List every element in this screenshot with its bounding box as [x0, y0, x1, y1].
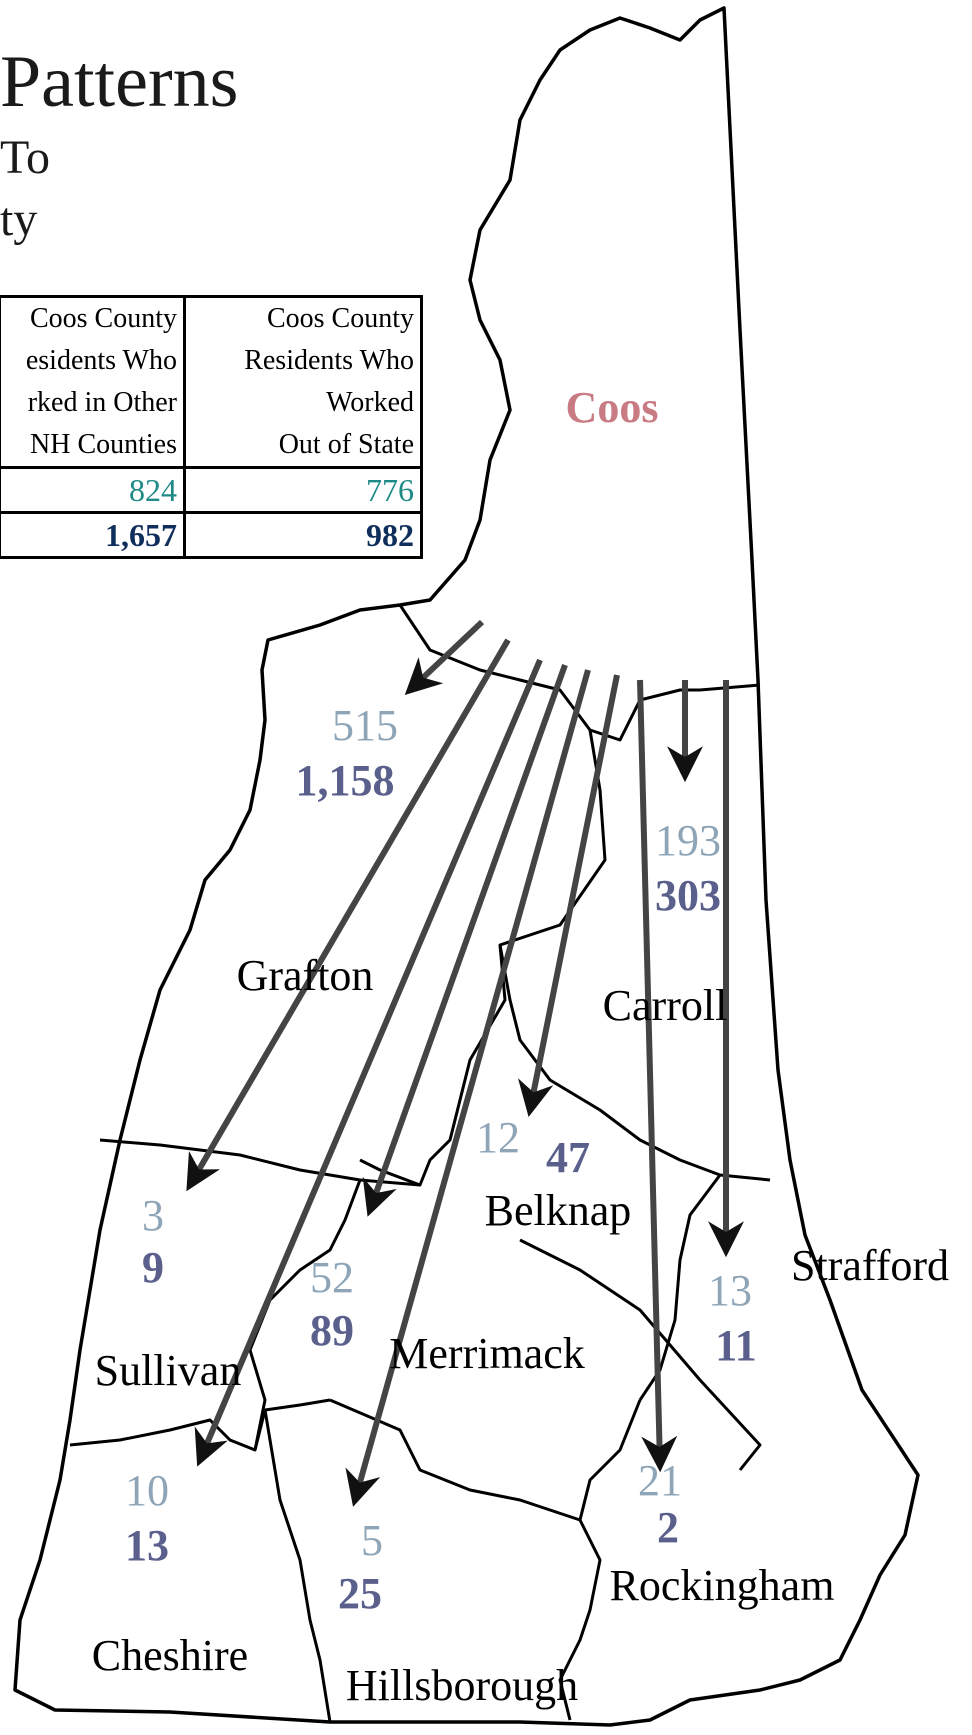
arrow-to-rockingham — [637, 679, 678, 1473]
county-borders — [69, 604, 771, 1723]
header-out-of-state: Coos County Residents Who Worked Out of … — [183, 295, 423, 469]
county-label-sullivan: Sullivan — [95, 1346, 242, 1395]
county-value-bottom-hillsborough: 25 — [338, 1569, 382, 1618]
map-subtitle-line-1: To — [0, 131, 50, 184]
county-value-bottom-carroll: 303 — [655, 871, 721, 920]
arrow-to-merrimack — [362, 663, 568, 1217]
arrow-to-hillsborough — [345, 669, 591, 1507]
header-line: esidents Who — [25, 345, 177, 376]
table-cell: 824 — [0, 466, 186, 514]
arrow-to-cheshire — [194, 658, 543, 1467]
county-value-top-rockingham: 21 — [638, 1456, 682, 1505]
county-value-top-hillsborough: 5 — [361, 1516, 383, 1565]
county-label-grafton: Grafton — [237, 951, 374, 1000]
county-label-rockingham: Rockingham — [610, 1561, 835, 1610]
county-value-top-grafton: 515 — [332, 701, 398, 750]
county-label-belknap: Belknap — [485, 1186, 632, 1235]
county-value-bottom-sullivan: 9 — [142, 1243, 164, 1292]
commuting-summary-table: Coos County esidents Who rked in Other N… — [0, 295, 423, 559]
table-header-row: Coos County esidents Who rked in Other N… — [0, 295, 423, 469]
county-value-top-sullivan: 3 — [142, 1191, 164, 1240]
table-cell: 776 — [183, 466, 423, 514]
header-line: Coos County — [29, 303, 177, 334]
table-row-first: 824 776 — [0, 466, 423, 514]
county-label-merrimack: Merrimack — [389, 1329, 584, 1378]
header-other-nh-counties: Coos County esidents Who rked in Other N… — [0, 295, 186, 469]
county-value-top-belknap: 12 — [476, 1113, 520, 1162]
county-value-bottom-strafford: 11 — [715, 1321, 757, 1370]
county-label-cheshire: Cheshire — [92, 1631, 248, 1680]
county-value-bottom-merrimack: 89 — [310, 1306, 354, 1355]
table-row-second: 1,657 982 — [0, 511, 423, 559]
county-value-top-cheshire: 10 — [125, 1466, 169, 1515]
county-value-bottom-belknap: 47 — [546, 1133, 590, 1182]
header-line: NH Counties — [30, 429, 177, 460]
header-line: Coos County — [266, 303, 414, 334]
table-cell: 1,657 — [0, 511, 186, 559]
county-value-top-merrimack: 52 — [310, 1253, 354, 1302]
commute-arrows — [186, 619, 744, 1507]
header-line: Out of State — [278, 429, 414, 460]
table-cell: 982 — [183, 511, 423, 559]
county-value-bottom-rockingham: 2 — [657, 1503, 679, 1552]
county-value-top-carroll: 193 — [655, 816, 721, 865]
map-title: Patterns — [0, 41, 239, 123]
header-line: rked in Other — [27, 387, 177, 418]
county-label-hillsborough: Hillsborough — [346, 1661, 578, 1710]
county-value-bottom-grafton: 1,158 — [296, 756, 395, 805]
county-value-bottom-cheshire: 13 — [125, 1521, 169, 1570]
county-value-top-strafford: 13 — [708, 1266, 752, 1315]
county-label-coos: Coos — [566, 383, 659, 432]
county-label-carroll: Carroll — [603, 981, 728, 1030]
county-label-strafford: Strafford — [791, 1241, 949, 1290]
arrow-to-belknap — [517, 674, 620, 1118]
arrow-to-sullivan — [186, 638, 511, 1192]
map-subtitle-line-2: ty — [0, 193, 38, 246]
arrow-to-grafton — [404, 619, 485, 695]
state-outline — [13, 6, 920, 1727]
header-line: Residents Who — [244, 345, 414, 376]
header-line: Worked — [326, 387, 414, 418]
